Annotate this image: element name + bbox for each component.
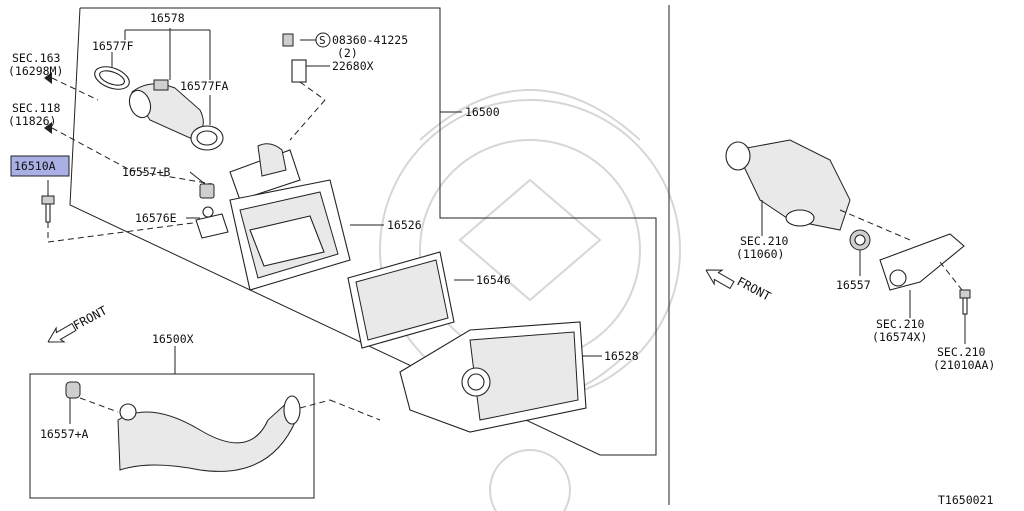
highlight-16510A (10, 155, 70, 177)
label-16546: 16546 (476, 273, 511, 287)
label-16577FA: 16577FA (180, 79, 229, 93)
label-16576E: 16576E (135, 211, 177, 225)
label-16526: 16526 (387, 218, 422, 232)
grommet-16557B (189, 171, 215, 199)
label-16557A: 16557+A (40, 427, 89, 441)
label-bolt-code: 08360-41225 (332, 33, 408, 47)
label-16578: 16578 (150, 11, 185, 25)
sec118-arrow (44, 122, 213, 185)
diagram-id: T1650021 (938, 493, 993, 507)
filter-element-16546 (347, 251, 474, 349)
clamp-16577FA (190, 95, 224, 151)
label-16557: 16557 (836, 278, 871, 292)
air-duct-16578 (124, 28, 211, 139)
label-front-right: FRONT (735, 274, 773, 303)
bolt-21010AA (939, 261, 971, 344)
front-arrow-right (705, 269, 735, 290)
sec163-arrow (44, 72, 99, 101)
grommet-16557A (65, 381, 119, 424)
assembly-frame-16500 (69, 7, 657, 456)
label-sec118: SEC.118 (12, 101, 61, 115)
label-sec210-a-sub: (11060) (736, 247, 784, 261)
front-arrow-left (47, 322, 77, 343)
label-sec210-c: SEC.210 (937, 345, 986, 359)
cleaner-upper-pipe (229, 143, 301, 201)
bolt-16510A (41, 180, 201, 243)
label-sec210-b-sub: (16574X) (872, 330, 927, 344)
bracket-16576E (186, 206, 229, 239)
label-16500: 16500 (465, 105, 500, 119)
label-front-left: FRONT (71, 303, 109, 332)
label-sec210-a: SEC.210 (740, 234, 789, 248)
bracket-16574X (879, 233, 965, 318)
label-16528: 16528 (604, 349, 639, 363)
label-16500X: 16500X (152, 332, 194, 346)
hose-16500X (117, 395, 381, 472)
label-sec210-b: SEC.210 (876, 317, 925, 331)
bolt-code-circle (315, 32, 331, 48)
label-16557B: 16557+B (122, 165, 171, 179)
thermostat-housing (725, 139, 911, 241)
grommet-16557 (849, 229, 871, 276)
sensor-22680X (282, 33, 330, 141)
label-sec163-sub: (16298M) (8, 64, 63, 78)
label-bolt-qty: (2) (337, 46, 358, 60)
clamp-16577F (94, 52, 130, 90)
label-sec118-sub: (11826) (8, 114, 56, 128)
bolt-code-circle-letter: S (319, 34, 326, 47)
label-22680X: 22680X (332, 59, 374, 73)
cleaner-case-16526 (229, 179, 384, 291)
label-sec163: SEC.163 (12, 51, 61, 65)
label-16510A[interactable]: 16510A (14, 159, 56, 173)
label-16577F: 16577F (92, 39, 134, 53)
label-sec210-c-sub: (21010AA) (933, 358, 995, 372)
hose-box-16500X (29, 373, 315, 499)
cleaner-cover-16528 (399, 321, 602, 433)
